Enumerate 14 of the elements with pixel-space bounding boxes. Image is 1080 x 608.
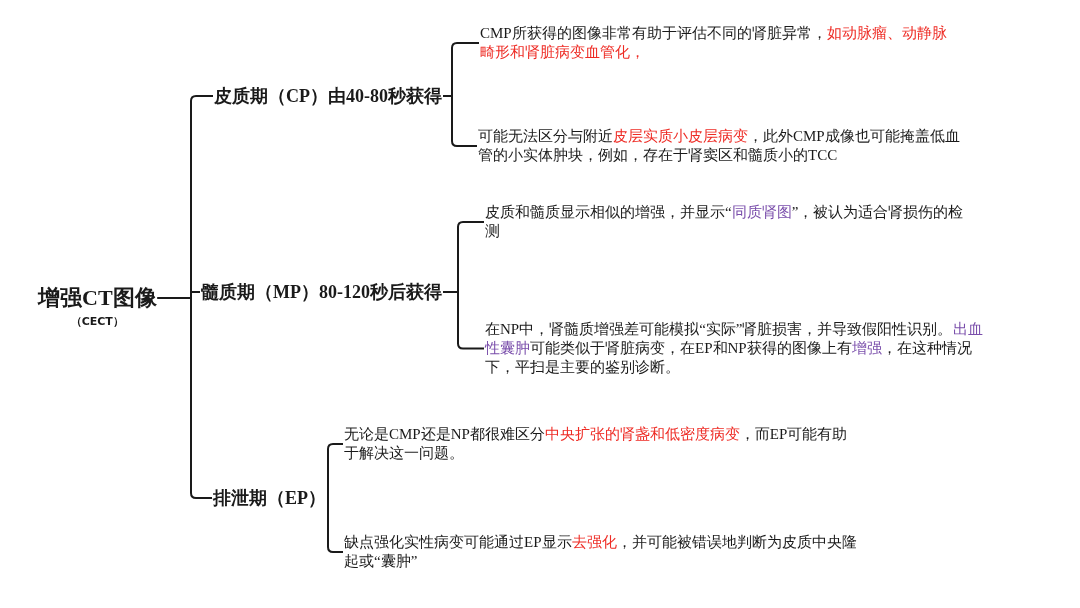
note-text: 可能无法区分与附近皮层实质小皮层病变，此外CMP成像也可能掩盖低血管的小实体肿块，例如，存在于肾窦区和髓质小的TCC: [478, 127, 970, 165]
note-text: 缺点强化实性病变可能通过EP显示去强化，并可能被错误地判断为皮质中央隆起或“囊肿”: [344, 533, 866, 571]
note-text: CMP所获得的图像非常有助于评估不同的肾脏异常，如动脉瘤、动静脉畸形和肾脏病变血管化，: [480, 24, 958, 62]
heading-text: 增强CT图像: [38, 285, 157, 311]
note-text: 皮质和髓质显示相似的增强，并显示“同质肾图”，被认为适合肾损伤的检测: [485, 203, 977, 241]
note-text: 无论是CMP还是NP都很难区分中央扩张的肾盏和低密度病变，而EP可能有助于解决这一问题。: [344, 425, 859, 463]
phase-label: 髓质期（MP）80-120秒后获得: [201, 281, 442, 303]
subtitle-text: （CECT）: [70, 315, 124, 329]
bracket-line: [442, 291, 485, 350]
bracket-line: [442, 95, 478, 147]
phase-label: 排泄期（EP）: [213, 487, 326, 509]
phase-label: 皮质期（CP）由40-80秒获得: [214, 85, 442, 107]
bracket-line: [156, 297, 213, 499]
note-text: 在NP中，肾髓质增强差可能模拟“实际”肾脏损害，并导致假阳性识别。出血性囊肿可能类似于肾脏病变，在EP和NP获得的图像上有增强，在这种情况下，平扫是主要的鉴别诊断。: [485, 320, 990, 377]
